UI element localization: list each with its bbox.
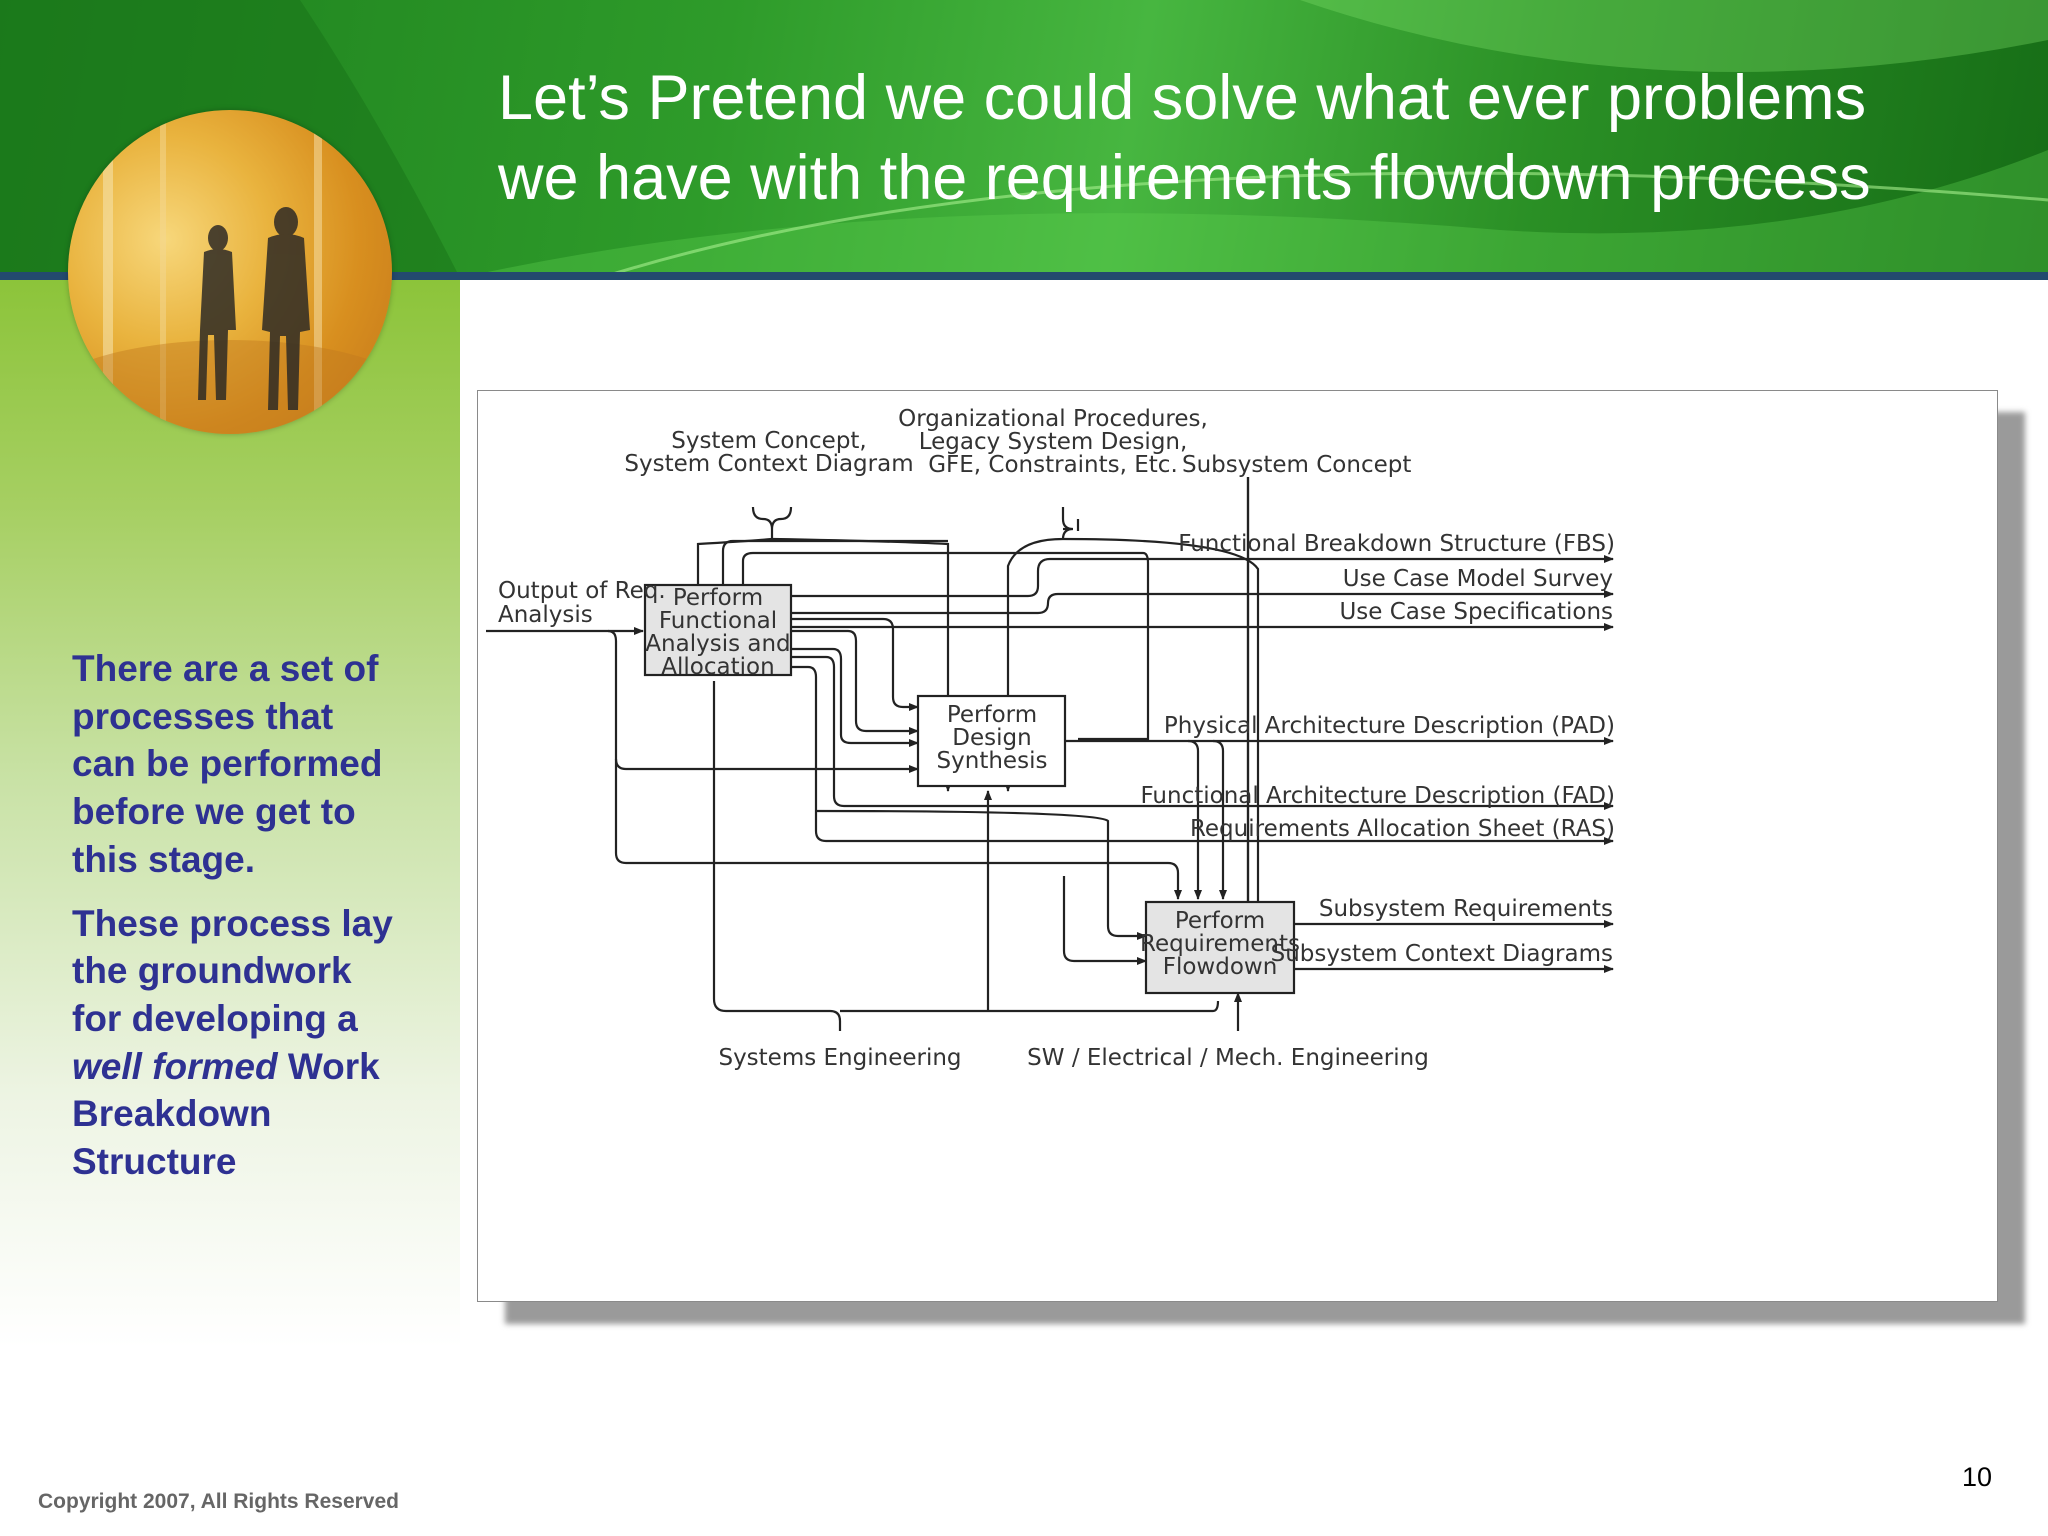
body-paragraph-2-start: These process lay the groundwork for dev… [72, 902, 393, 1039]
sidebar-panel [0, 280, 460, 1536]
body-paragraph-2-end: Work Breakdown Structure [72, 1045, 380, 1183]
box2-line-1: Perform [947, 702, 1037, 728]
process-diagram: Perform Functional Analysis and Allocati… [477, 390, 1998, 1302]
box3-line-2: Requirements [1140, 931, 1300, 957]
body-paragraph-2: These process lay the groundwork for dev… [72, 900, 402, 1186]
copyright-notice: Copyright 2007, All Rights Reserved [38, 1490, 399, 1513]
label-pad: Physical Architecture Description (PAD) [1164, 713, 1615, 739]
box-requirements-flowdown: Perform Requirements Flowdown [1140, 900, 1300, 995]
body-emphasis: well formed [72, 1045, 278, 1087]
box1-line-3: Analysis and [645, 631, 790, 657]
slide-title: Let’s Pretend we could solve what ever p… [498, 58, 2018, 218]
label-use-case-specs: Use Case Specifications [1339, 599, 1613, 625]
box1-line-1: Perform [673, 585, 763, 611]
label-subsystem-context: Subsystem Context Diagrams [1271, 941, 1613, 967]
label-fbs: Functional Breakdown Structure (FBS) [1178, 531, 1615, 557]
page-number: 10 [1962, 1462, 1993, 1492]
label-subsystem-requirements: Subsystem Requirements [1319, 896, 1613, 922]
label-org-procedures-3: GFE, Constraints, Etc. [928, 452, 1178, 478]
box2-line-3: Synthesis [937, 748, 1048, 774]
photo-illustration [68, 110, 392, 434]
label-output-req-1: Output of Req. [498, 578, 666, 604]
label-output-req-2: Analysis [498, 602, 593, 628]
label-sw-engineering: SW / Electrical / Mech. Engineering [1027, 1045, 1429, 1071]
box2-line-2: Design [952, 725, 1031, 751]
title-line-2: we have with the requirements flowdown p… [498, 143, 1871, 213]
box-design-synthesis: Perform Design Synthesis [916, 694, 1067, 788]
label-fad: Functional Architecture Description (FAD… [1140, 783, 1615, 809]
label-org-procedures-1: Organizational Procedures, [898, 406, 1208, 432]
title-line-1: Let’s Pretend we could solve what ever p… [498, 63, 1867, 133]
label-subsystem-concept: Subsystem Concept [1182, 452, 1411, 478]
label-org-procedures-2: Legacy System Design, [919, 429, 1188, 455]
process-diagram-svg: Perform Functional Analysis and Allocati… [486, 406, 1615, 1071]
label-use-case-survey: Use Case Model Survey [1343, 566, 1613, 592]
label-ras: Requirements Allocation Sheet (RAS) [1190, 816, 1615, 842]
label-system-concept-2: System Context Diagram [624, 451, 913, 477]
box1-line-2: Functional [659, 608, 777, 634]
label-system-concept-1: System Concept, [671, 428, 867, 454]
people-photo-image [68, 110, 392, 434]
box3-line-3: Flowdown [1163, 954, 1278, 980]
box-functional-analysis: Perform Functional Analysis and Allocati… [643, 583, 793, 680]
body-paragraph-1: There are a set of processes that can be… [72, 648, 383, 880]
connector-wires [486, 477, 1614, 1031]
header-stripe [0, 272, 2048, 280]
body-text: There are a set of processes that can be… [72, 645, 402, 1202]
box3-line-1: Perform [1175, 908, 1265, 934]
box1-line-4: Allocation [661, 654, 774, 680]
label-systems-engineering: Systems Engineering [718, 1045, 961, 1071]
